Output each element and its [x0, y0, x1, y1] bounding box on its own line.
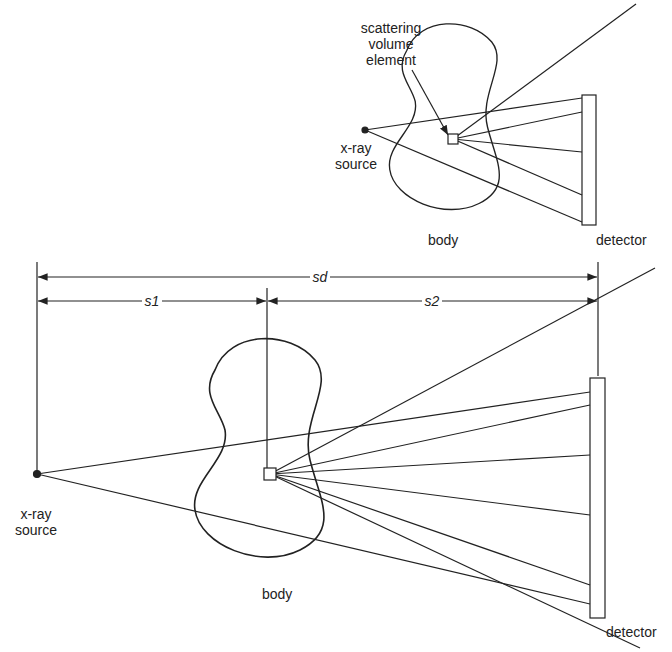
detector-plate [582, 95, 596, 225]
dimension-label: s2 [422, 293, 443, 309]
source-label: x-ray source [330, 140, 382, 172]
scattering-element [448, 134, 458, 144]
xray-source-dot [34, 471, 41, 478]
leader-line [412, 70, 448, 135]
primary-rays [37, 392, 590, 604]
scattered-rays [270, 268, 655, 648]
part-label: body [428, 232, 458, 248]
primary-rays [365, 98, 582, 222]
scattered-rays [453, 4, 636, 195]
part-label: body [262, 586, 292, 602]
source-label: x-ray source [8, 506, 64, 538]
dimension-label: s1 [142, 293, 163, 309]
part-label: detector [596, 232, 647, 248]
xray-source-dot [362, 127, 368, 133]
callout-label: scattering volume element [350, 20, 432, 68]
detector-plate [590, 378, 605, 618]
scattering-element [264, 468, 276, 480]
part-label: detector [606, 624, 657, 640]
dimension-lines [37, 262, 598, 474]
dimension-label: sd [310, 269, 331, 285]
